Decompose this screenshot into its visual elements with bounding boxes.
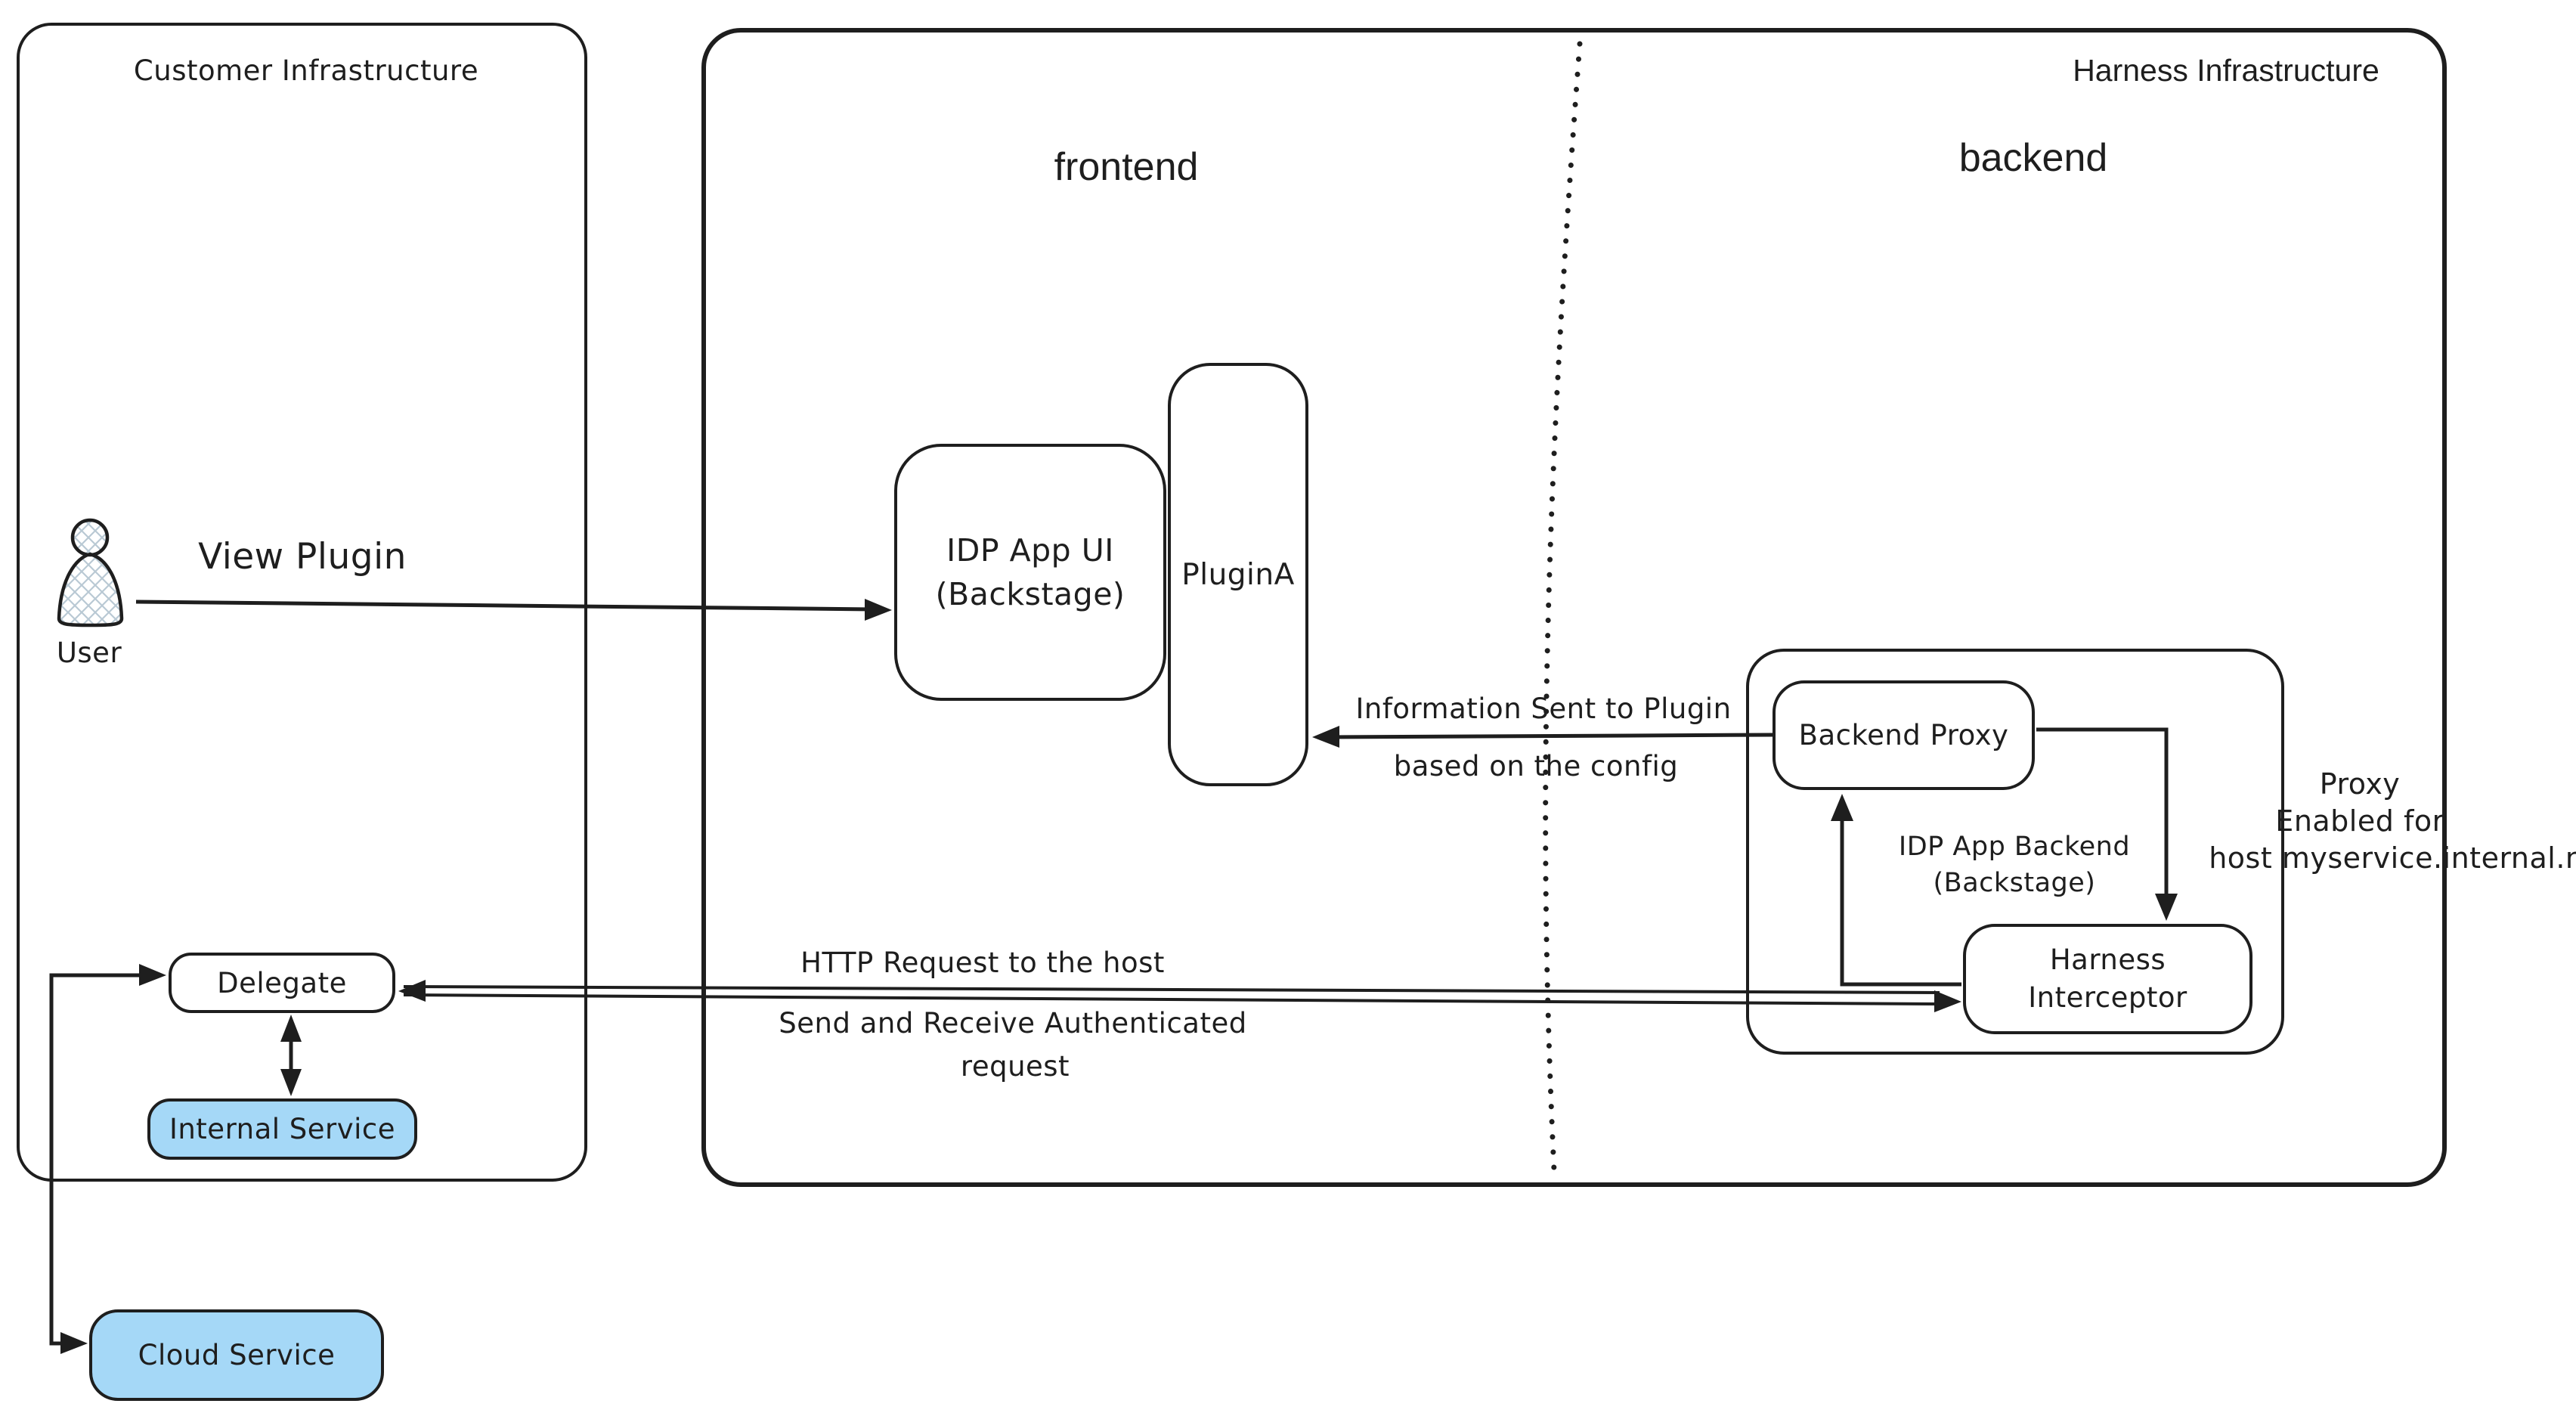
auth-request-label-line2: request [960,1050,1070,1083]
proxy-note-line1: Proxy [2319,767,2401,801]
plugin-a-label: PluginA [1181,557,1295,592]
idp-app-backend-group-box [1746,649,2284,1055]
cloud-service-label: Cloud Service [138,1339,336,1371]
idp-app-ui-label-line1: IDP App UI [946,532,1114,569]
customer-infrastructure-label: Customer Infrastructure [133,54,479,87]
user-label: User [56,637,122,669]
idp-app-backend-label: IDP App Backend (Backstage) [1899,829,2130,901]
idp-app-ui-node: IDP App UI (Backstage) [894,444,1166,701]
idp-app-ui-label-line2: (Backstage) [935,576,1125,612]
harness-interceptor-label-line1: Harness [2049,943,2166,976]
backend-label: backend [1958,136,2108,180]
proxy-note-line3: host myservice.internal.net [2209,841,2576,875]
backend-proxy-node: Backend Proxy [1773,680,2035,790]
delegate-label: Delegate [217,966,347,999]
plugin-a-node: PluginA [1168,363,1308,786]
proxy-note-line2: Enabled for [2275,804,2444,838]
delegate-node: Delegate [169,953,395,1013]
internal-service-node: Internal Service [147,1098,417,1160]
harness-infrastructure-label: Harness Infrastructure [2073,53,2379,88]
frontend-label: frontend [1054,145,1199,189]
idp-app-backend-label-line2: (Backstage) [1933,868,2096,898]
http-request-label: HTTP Request to the host [800,947,1165,979]
info-sent-label-line2: based on the config [1393,750,1679,782]
info-sent-label-line1: Information Sent to Plugin [1355,693,1732,725]
auth-request-label-line1: Send and Receive Authenticated [779,1007,1247,1040]
cloud-service-node: Cloud Service [89,1309,384,1401]
harness-interceptor-node: Harness Interceptor [1963,924,2252,1034]
view-plugin-label: View Plugin [198,536,407,578]
internal-service-label: Internal Service [169,1113,396,1145]
backend-proxy-label: Backend Proxy [1798,719,2009,751]
harness-interceptor-label-line2: Interceptor [2028,981,2187,1014]
idp-app-backend-label-line1: IDP App Backend [1898,832,2131,862]
